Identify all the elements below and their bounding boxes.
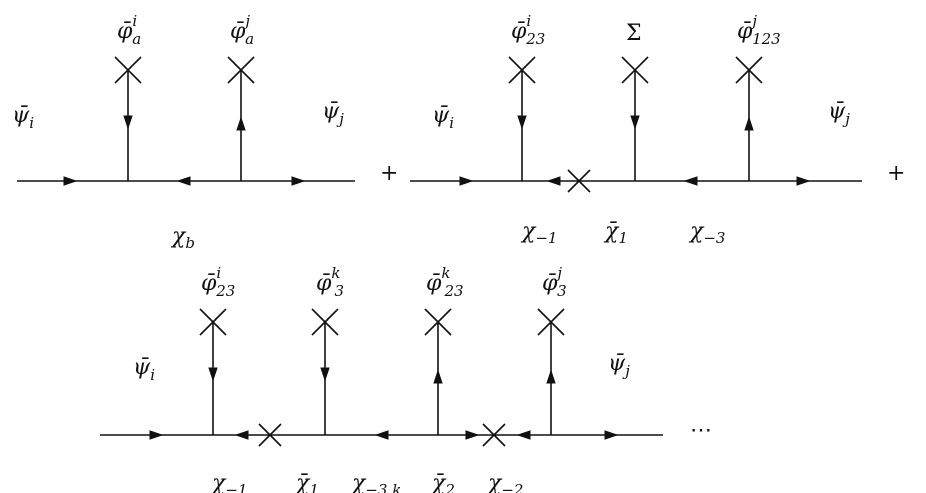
ellipsis: ⋯ <box>690 418 712 443</box>
propagator-label: χ−3,k <box>350 471 401 493</box>
incoming-field-label: ψ̄i <box>133 355 155 384</box>
vev-cross <box>114 56 142 84</box>
arrow-down <box>208 367 218 382</box>
arrow-up <box>744 116 754 131</box>
arrow-right <box>63 176 78 186</box>
arrow-down <box>630 115 640 130</box>
incoming-field-label: ψ̄i <box>12 103 34 132</box>
arrow-left <box>234 430 249 440</box>
propagator-label: χ̄1 <box>294 471 319 493</box>
vev-cross <box>424 308 452 336</box>
arrow-right <box>604 430 619 440</box>
arrow-right <box>459 176 474 186</box>
propagator-label: χ−1 <box>210 471 247 493</box>
propagator-label: χb <box>170 224 195 252</box>
arrow-down <box>320 367 330 382</box>
mass-insertion-cross <box>482 423 506 447</box>
arrow-right <box>149 430 164 440</box>
arrow-up <box>433 369 443 384</box>
arrow-up <box>236 116 246 131</box>
propagator-label: χ̄2 <box>430 471 455 493</box>
arrow-left <box>683 176 698 186</box>
external-field-label: Σ <box>626 21 642 46</box>
vev-cross <box>508 56 536 84</box>
arrow-left <box>516 430 531 440</box>
propagator-label: χ̄1 <box>603 219 628 247</box>
arrow-right <box>796 176 811 186</box>
outgoing-field-label: ψ̄j <box>608 351 630 380</box>
arrow-up <box>546 369 556 384</box>
propagator-label: χ−2 <box>486 471 523 493</box>
vev-cross <box>735 56 763 84</box>
incoming-field-label: ψ̄i <box>432 103 454 132</box>
arrow-right <box>465 430 480 440</box>
arrow-down <box>123 115 133 130</box>
vev-cross <box>199 308 227 336</box>
plus-sign: + <box>380 161 398 186</box>
outgoing-field-label: ψ̄j <box>322 99 344 128</box>
propagator-label: χ−1 <box>520 219 557 247</box>
outgoing-field-label: ψ̄j <box>828 99 850 128</box>
vev-cross <box>621 56 649 84</box>
arrow-right <box>291 176 306 186</box>
arrow-left <box>176 176 191 186</box>
arrow-down <box>517 115 527 130</box>
propagator-label: χ−3 <box>688 219 725 247</box>
vev-cross <box>537 308 565 336</box>
vev-cross <box>227 56 255 84</box>
mass-insertion-cross <box>567 169 591 193</box>
arrow-left <box>374 430 389 440</box>
arrow-left <box>546 176 561 186</box>
vev-cross <box>311 308 339 336</box>
plus-sign: + <box>887 161 905 186</box>
mass-insertion-cross <box>258 423 282 447</box>
